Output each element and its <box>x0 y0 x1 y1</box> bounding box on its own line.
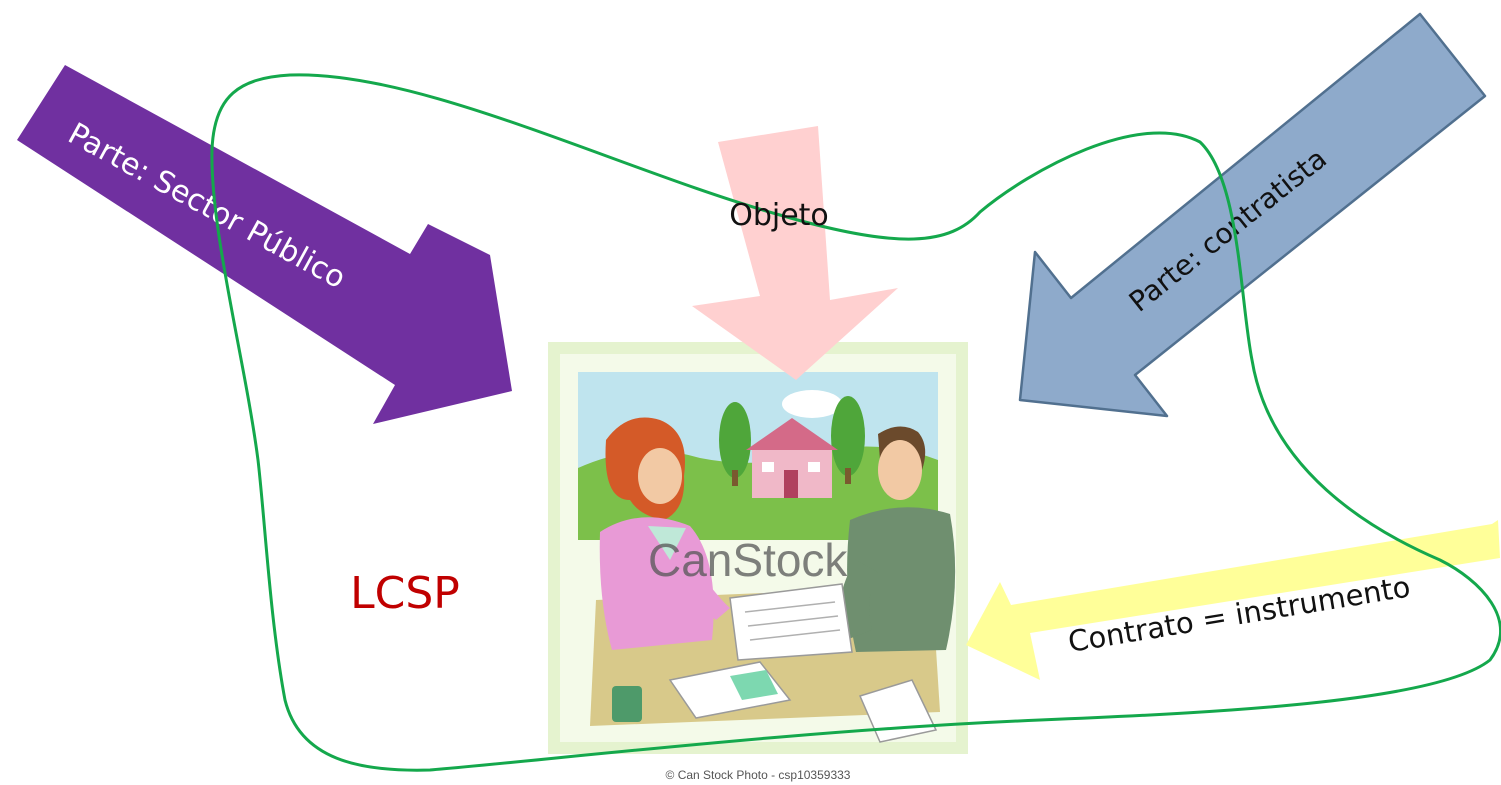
contract-paper <box>729 583 853 661</box>
lcsp-label: LCSP <box>350 568 460 619</box>
mug <box>612 686 642 722</box>
contrato-arrow: Contrato = instrumento <box>966 520 1500 680</box>
photo-credit: © Can Stock Photo - csp10359333 <box>666 768 851 782</box>
contratista-arrow-shape <box>1018 12 1487 418</box>
tree-right <box>831 396 865 476</box>
man-figure <box>839 426 956 652</box>
tree-left <box>719 402 751 478</box>
sector-publico-arrow-shape <box>17 65 512 424</box>
contrato-arrow-shape <box>966 520 1500 680</box>
cloud <box>782 390 842 418</box>
objeto-label: Objeto <box>729 198 829 233</box>
objeto-arrow-shape <box>692 126 898 380</box>
watermark-text: CanStock <box>648 534 848 586</box>
contract-signing-illustration: CanStock <box>548 342 968 754</box>
sector-publico-arrow: Parte: Sector Público <box>17 65 512 424</box>
lcsp-scope-outline <box>210 73 1501 772</box>
objeto-arrow <box>692 126 898 380</box>
woman-figure <box>599 417 730 650</box>
house <box>746 418 838 498</box>
